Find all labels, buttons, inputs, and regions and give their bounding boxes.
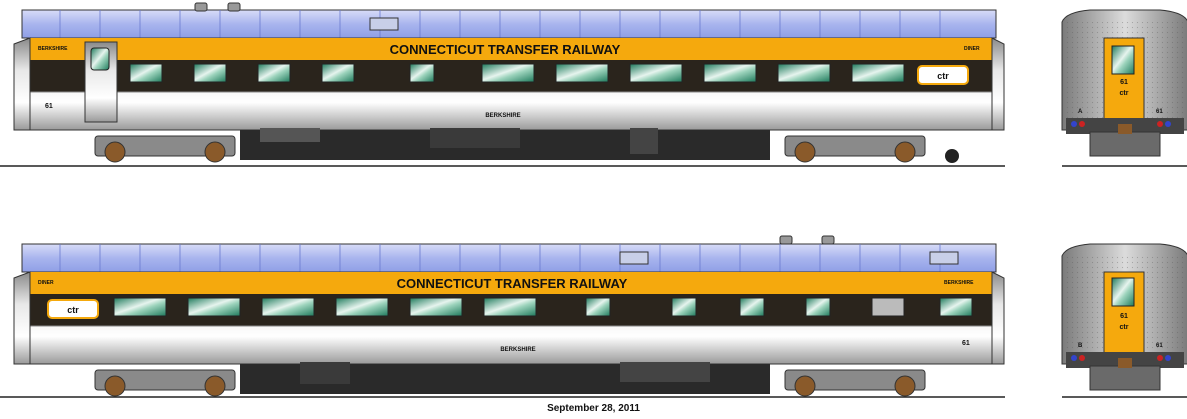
car-type-left: DINER [38,280,54,286]
end-number: 61 [1120,79,1128,86]
car-end-view-2: 61 ctr B 61 [1061,243,1187,398]
car-side-view-1: CONNECTICUT TRANSFER RAILWAY BERKSHIRE D… [0,2,1005,167]
car-name-center: BERKSHIRE [500,347,535,353]
car-type-right: DINER [964,46,980,52]
car-end-view-1: 61 ctr A 61 [1061,9,1187,167]
ctr-logo: ctr [937,71,949,81]
car-name-center: BERKSHIRE [485,113,520,119]
car-number: 61 [962,340,970,347]
car-number: 61 [45,103,53,110]
ctr-logo: ctr [67,305,79,315]
end-logo: ctr [1120,90,1129,97]
car-name-left: BERKSHIRE [38,46,68,52]
drawing-date: September 28, 2011 [547,403,640,414]
car-name-right: BERKSHIRE [944,280,974,286]
end-letter: B [1078,343,1083,349]
railroad-title: CONNECTICUT TRANSFER RAILWAY [397,276,628,291]
end-logo: ctr [1120,324,1129,331]
end-letter: A [1078,109,1083,115]
car-side-view-2: CONNECTICUT TRANSFER RAILWAY DINER BERKS… [0,235,1005,398]
end-number-right: 61 [1156,343,1163,349]
end-number: 61 [1120,313,1128,320]
railroad-title: CONNECTICUT TRANSFER RAILWAY [390,42,621,57]
end-number-right: 61 [1156,109,1163,115]
